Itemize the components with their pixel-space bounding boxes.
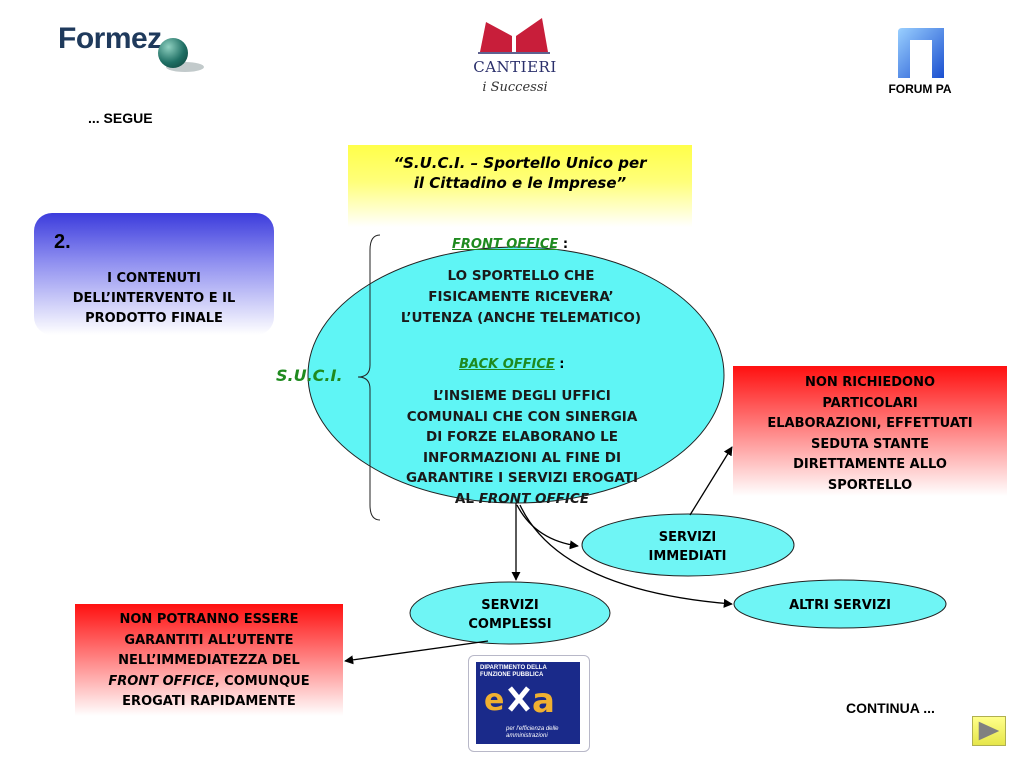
servizi-immediati-line-2: IMMEDIATI	[648, 549, 727, 564]
back-office-line-2: COMUNALI CHE CON SINERGIA	[406, 408, 638, 425]
servizi-immediati-line-1: SERVIZI	[658, 530, 717, 545]
front-office-line-2: FISICAMENTE RICEVERA’	[428, 289, 614, 305]
segue-link[interactable]: ... SEGUE	[88, 110, 153, 126]
forumpa-logo: FORUM PA	[870, 24, 970, 100]
front-office-title-text: FRONT OFFICE	[452, 237, 559, 252]
servizi-immediati-ellipse[interactable]	[581, 513, 795, 577]
front-office-colon: :	[558, 237, 569, 252]
exa-logo-footer: per l'efficienza delle amministrazioni	[506, 726, 559, 739]
arrow-to-left-box	[344, 640, 489, 665]
altri-servizi-ellipse[interactable]	[733, 579, 947, 629]
forumpa-mark-icon	[898, 28, 944, 78]
left-box-line-4-rest: , COMUNQUE	[214, 673, 310, 689]
cantieri-logo-text: CANTIERI	[473, 58, 557, 76]
servizi-complessi-line-1: SERVIZI	[481, 598, 539, 613]
arrow-to-immediati	[516, 504, 579, 550]
right-box-line-1: NON RICHIEDONO	[804, 375, 936, 390]
servizi-complessi-line-2: COMPLESSI	[468, 617, 552, 632]
cantieri-logo-subtitle: i Successi	[482, 80, 548, 95]
immediati-description-box: NON RICHIEDONO PARTICOLARI ELABORAZIONI,…	[733, 366, 1007, 496]
front-office-title: FRONT OFFICE :	[452, 237, 568, 252]
arrow-to-altri	[519, 504, 733, 608]
section-box: 2. I CONTENUTI DELL’INTERVENTO E IL PROD…	[34, 213, 274, 335]
arrow-to-right-box	[689, 446, 733, 516]
exa-logo-panel: DIPARTIMENTO DELLA FUNZIONE PUBBLICA e a…	[476, 662, 580, 744]
svg-text:e: e	[484, 683, 504, 716]
cantieri-roof-icon	[478, 18, 550, 54]
front-office-text: LO SPORTELLO CHE FISICAMENTE RICEVERA’ L…	[376, 266, 666, 329]
left-box-line-2: GARANTITI ALL’UTENTE	[124, 632, 294, 648]
right-box-line-3: ELABORAZIONI, EFFETTUATI	[767, 416, 973, 431]
right-box-line-5: DIRETTAMENTE ALLO	[793, 457, 947, 472]
back-office-line-1: L’INSIEME DEGLI UFFICI	[433, 388, 611, 404]
servizi-complessi-label: SERVIZI COMPLESSI	[410, 596, 610, 634]
suci-label: S.U.C.I.	[276, 366, 343, 385]
back-office-line-5: GARANTIRE I SERVIZI EROGATI	[405, 470, 639, 486]
suci-brace	[357, 234, 381, 521]
right-box-line-4: SEDUTA STANTE	[811, 436, 929, 452]
left-box-line-3: NELL’IMMEDIATEZZA DEL	[118, 653, 300, 668]
left-box-line-4-italic: FRONT OFFICE	[108, 673, 215, 689]
section-text-line-3: PRODOTTO FINALE	[85, 311, 223, 326]
svg-text:a: a	[532, 682, 555, 716]
servizi-immediati-label: SERVIZI IMMEDIATI	[585, 528, 790, 566]
front-office-line-3: L’UTENZA (ANCHE TELEMATICO)	[400, 310, 642, 326]
page-title: “S.U.C.I. – Sportello Unico per il Citta…	[348, 145, 692, 227]
left-box-line-1: NON POTRANNO ESSERE	[119, 612, 299, 627]
forumpa-logo-text: FORUM PA	[888, 82, 952, 96]
section-text: I CONTENUTI DELL’INTERVENTO E IL PRODOTT…	[34, 269, 274, 329]
formez-globe-shadow	[166, 62, 204, 72]
back-office-line-3: DI FORZE ELABORANO LE	[426, 429, 618, 445]
formez-globe-icon	[158, 38, 188, 68]
exa-logo-header: DIPARTIMENTO DELLA FUNZIONE PUBBLICA	[480, 665, 547, 678]
left-box-line-4: FRONT OFFICE, COMUNQUE	[75, 672, 343, 693]
section-number: 2.	[54, 231, 71, 253]
section-text-line-1: I CONTENUTI	[107, 271, 201, 286]
continua-link[interactable]: CONTINUA ...	[846, 700, 935, 716]
altri-servizi-label: ALTRI SERVIZI	[789, 598, 891, 613]
formez-logo: Formez	[58, 18, 208, 78]
left-box-line-5: EROGATI RAPIDAMENTE	[122, 694, 296, 709]
back-office-colon: :	[554, 357, 565, 372]
front-office-line-1: LO SPORTELLO CHE	[447, 268, 595, 284]
back-office-line-4: INFORMAZIONI AL FINE DI	[422, 449, 622, 466]
next-slide-button[interactable]	[972, 716, 1006, 746]
right-box-line-2: PARTICOLARI	[822, 395, 918, 411]
play-arrow-icon	[978, 721, 1000, 741]
cantieri-logo: CANTIERI i Successi	[470, 14, 562, 104]
formez-logo-text: Formez	[58, 22, 162, 55]
title-line-1: “S.U.C.I. – Sportello Unico per	[393, 154, 647, 172]
section-text-line-2: DELL’INTERVENTO E IL	[72, 291, 236, 306]
title-line-2: il Cittadino e le Imprese”	[413, 174, 627, 192]
exa-logo: DIPARTIMENTO DELLA FUNZIONE PUBBLICA e a…	[468, 655, 590, 752]
exa-mark-icon: e a	[484, 682, 555, 716]
back-office-line-6-prefix: AL	[454, 490, 479, 507]
back-office-text: L’INSIEME DEGLI UFFICI COMUNALI CHE CON …	[372, 386, 672, 509]
right-box-line-6: SPORTELLO	[827, 477, 913, 493]
complessi-description-box: NON POTRANNO ESSERE GARANTITI ALL’UTENTE…	[75, 604, 343, 716]
back-office-line-6: AL FRONT OFFICE	[372, 489, 672, 510]
servizi-complessi-ellipse[interactable]	[409, 581, 611, 645]
back-office-title: BACK OFFICE :	[459, 357, 565, 372]
back-office-line-6-italic: FRONT OFFICE	[478, 490, 590, 507]
back-office-title-text: BACK OFFICE	[459, 357, 555, 372]
